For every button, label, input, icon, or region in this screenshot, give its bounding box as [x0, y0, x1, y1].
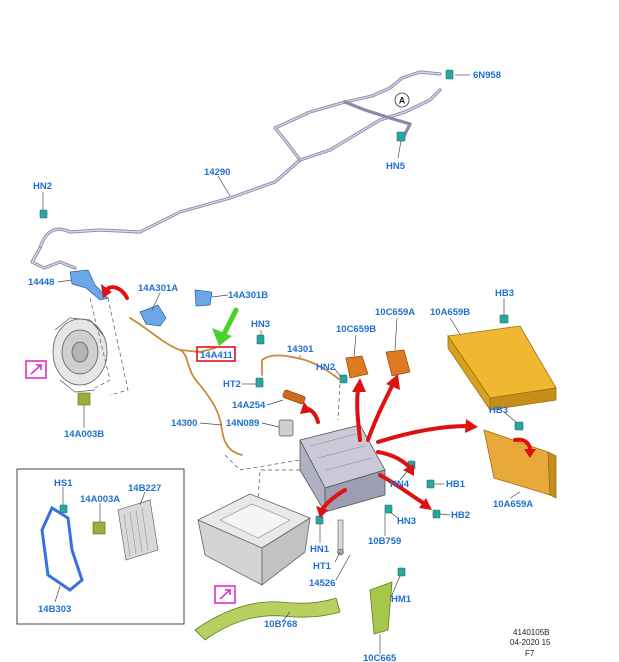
label-10c659a: 10C659A [375, 307, 415, 318]
leader-lines [42, 74, 521, 654]
view-marker-a-top: A [394, 92, 410, 108]
battery-tray [197, 493, 311, 586]
label-hn4: HN4 [390, 479, 410, 490]
highlight-box-14a411 [196, 346, 236, 362]
connector-hn2-mid-icon [339, 374, 348, 384]
label-14b303: 14B303 [38, 604, 71, 615]
sensor-14a254 [282, 389, 306, 405]
label-hb1: HB1 [446, 479, 466, 490]
duct-10b768 [194, 597, 341, 641]
terminal-cap-10c659b [345, 355, 369, 379]
label-hn2-top: HN2 [33, 181, 52, 192]
dashed-guide-lines [89, 297, 341, 501]
terminal-cap-10c659a [385, 349, 411, 377]
label-hn1: HN1 [310, 544, 330, 555]
label-hn3-low: HN3 [397, 516, 416, 527]
red-callout-arrows [101, 284, 536, 518]
heat-shield-10a659a [483, 429, 557, 499]
label-14301: 14301 [287, 344, 314, 355]
label-14a301a: 14A301A [138, 283, 178, 294]
duct-10c665 [369, 581, 393, 635]
connector-hn3-low-icon [384, 504, 393, 514]
bracket-14448 [69, 269, 109, 301]
bracket-14b303 [40, 505, 84, 592]
label-14a301b: 14A301B [228, 290, 268, 301]
heat-shield-10a659b [447, 325, 557, 412]
brackets-14a301 [139, 289, 213, 327]
label-14b227: 14B227 [128, 483, 161, 494]
connector-6n958-icon [445, 69, 454, 80]
wiring-harness-14290 [30, 70, 442, 270]
label-hn2-mid: HN2 [316, 362, 335, 373]
wire-harness-14300 [129, 317, 243, 456]
drawing-reference: 4140105B 04-2020 15 F7 [510, 628, 551, 658]
label-14a003a: 14A003A [80, 494, 120, 505]
label-14a003b: 14A003B [64, 429, 104, 440]
sensor-ht1 [337, 519, 344, 556]
label-hn3-mid: HN3 [251, 319, 270, 330]
connector-hn1-icon [315, 515, 324, 525]
connector-hm1-icon [397, 567, 406, 577]
connector-icons [39, 69, 524, 577]
connector-14a003a [92, 521, 106, 535]
wire-14301 [261, 354, 341, 381]
connector-hb1-icon [426, 479, 435, 489]
detail-inset [16, 468, 185, 625]
heatsink-14b227 [117, 499, 159, 561]
sensor-14n089 [278, 419, 294, 437]
label-10a659b: 10A659B [430, 307, 470, 318]
connector-hb3-mid-icon [514, 421, 524, 431]
part-labels: 6N958 HN5 HN2 14290 14448 14A301A 14A301… [28, 70, 533, 662]
view-marker-a-label: A [399, 96, 406, 106]
label-10c659b: 10C659B [336, 324, 376, 335]
label-10c665: 10C665 [363, 653, 397, 662]
label-10b768: 10B768 [264, 619, 297, 630]
label-14a411: 14A411 [200, 350, 233, 361]
label-14a254: 14A254 [232, 400, 266, 411]
connector-hn2-top-icon [39, 209, 48, 219]
connector-ht2-icon [255, 377, 264, 388]
connector-hb2-icon [432, 509, 441, 519]
label-hb3-mid: HB3 [489, 405, 508, 416]
label-hn5: HN5 [386, 161, 406, 172]
reference-line-2: 04-2020 15 [510, 638, 551, 647]
label-10b759: 10B759 [368, 536, 401, 547]
green-arrow-icon [212, 307, 239, 346]
label-hb3-top: HB3 [495, 288, 514, 299]
label-14290: 14290 [204, 167, 230, 178]
battery-10b759 [299, 424, 386, 514]
connector-hn3-icon [256, 334, 265, 345]
label-14300: 14300 [171, 418, 197, 429]
connector-hn5-icon [396, 131, 406, 142]
label-hb2: HB2 [451, 510, 470, 521]
connector-hb3-top-icon [499, 314, 509, 324]
reference-line-3: F7 [525, 649, 535, 658]
label-ht1: HT1 [313, 561, 332, 572]
reference-line-1: 4140105B [513, 628, 549, 637]
label-hm1: HM1 [391, 594, 412, 605]
label-14526: 14526 [309, 578, 335, 589]
alternator [52, 317, 108, 406]
label-14448: 14448 [28, 277, 54, 288]
magenta-arrow-box-icon-lower [214, 585, 236, 604]
label-10a659a: 10A659A [493, 499, 533, 510]
label-14n089: 14N089 [226, 418, 259, 429]
label-ht2: HT2 [223, 379, 241, 390]
connector-hs1-icon [59, 504, 68, 514]
magenta-arrow-box-icon [25, 360, 47, 379]
label-6n958: 6N958 [473, 70, 501, 81]
label-hs1: HS1 [54, 478, 73, 489]
